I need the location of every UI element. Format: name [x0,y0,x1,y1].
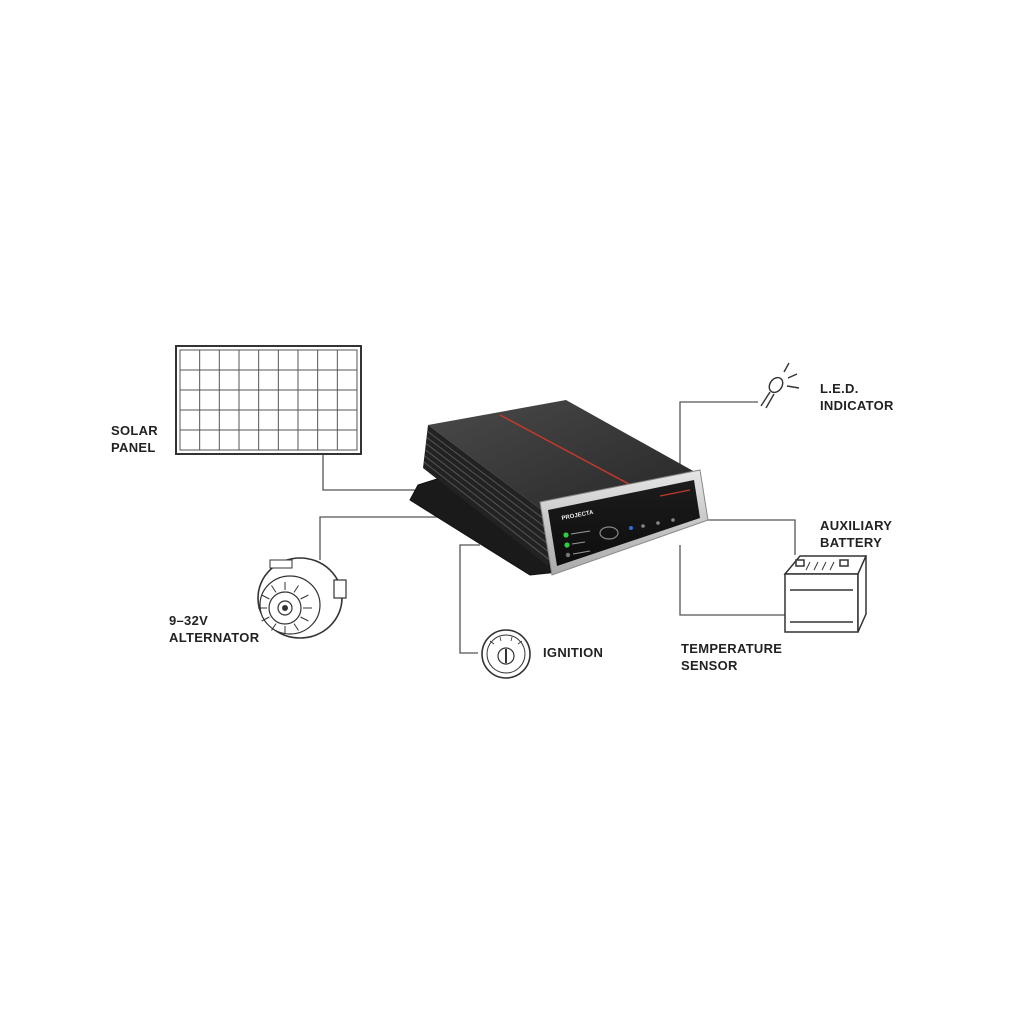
heatsink-fin [424,449,552,547]
alternator-icon [257,557,347,639]
ignition-switch-icon [481,629,531,679]
auxiliary-battery-label: AUXILIARY BATTERY [820,518,893,550]
auxiliary-battery-icon [783,555,868,633]
alternator-fin [271,623,277,631]
alternator-fin [261,594,270,600]
ignition-label: IGNITION [543,645,604,660]
temperature-sensor-line [679,545,785,616]
solar-panel-line [322,455,420,491]
device-led-off [565,552,571,558]
heatsink-fin [426,436,554,534]
solar-panel-label: SOLAR PANEL [111,423,158,455]
alternator-label: 9–32V ALTERNATOR [169,613,260,645]
device-power-button [599,526,619,540]
alternator-fin [300,616,309,622]
alternator-line [319,516,440,560]
device-led-blue [629,526,633,530]
alternator-fin [261,616,270,622]
heatsink-fin [425,443,553,541]
battery-line [700,519,796,555]
device-led-green-1 [563,532,569,538]
heatsink-fin [424,455,551,554]
heatsink-fin [423,461,550,560]
solar-panel [175,345,362,455]
alternator-fin [293,623,299,631]
led-indicator-icon [760,362,800,409]
charger-device: PROJECTA [409,400,709,576]
alternator-fin [300,594,309,600]
device-led-green-2 [564,542,570,548]
alternator-fin [271,585,277,593]
heatsink-fin [426,430,555,527]
alternator-fin [293,585,299,593]
ignition-line [459,544,480,654]
temperature-sensor-label: TEMPERATURE SENSOR [681,641,783,673]
led-indicator-label: L.E.D. INDICATOR [820,381,894,413]
accent-stripe [499,414,641,491]
